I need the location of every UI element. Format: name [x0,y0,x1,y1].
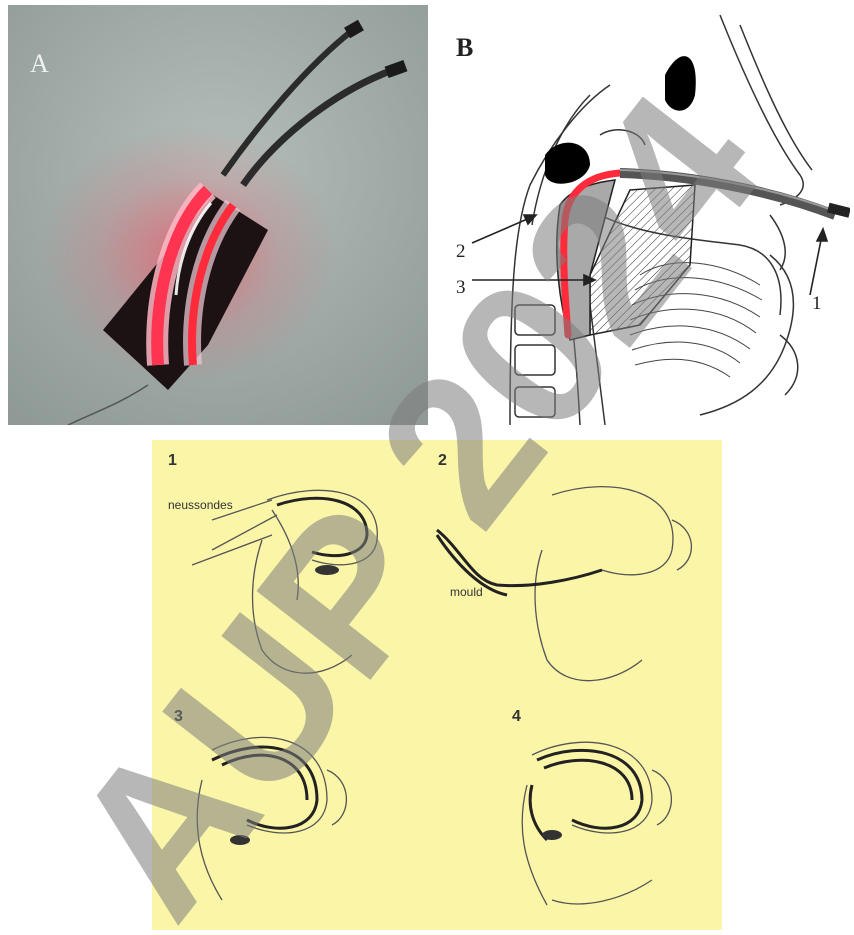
panel-a-label: A [30,49,49,79]
sagittal-head-diagram [440,5,850,425]
panel-b-diagram: B 2 3 1 [440,5,850,425]
mould-annotation: mould [450,585,483,599]
panel-c-steps: 1 2 3 4 neussondes mould [152,440,722,930]
steps-sketch [152,440,722,930]
step-1-label: 1 [168,452,177,470]
callout-2-label: 2 [456,241,466,263]
neussonde-annotation: neussondes [168,498,233,512]
callout-1-label: 1 [812,293,822,315]
step-4-label: 4 [512,708,521,726]
callout-3-label: 3 [456,277,466,299]
panel-b-label: B [456,33,473,63]
device-photo [8,5,428,425]
panel-a-photo: A [8,5,428,425]
step-2-label: 2 [438,452,447,470]
step-3-label: 3 [174,708,183,726]
